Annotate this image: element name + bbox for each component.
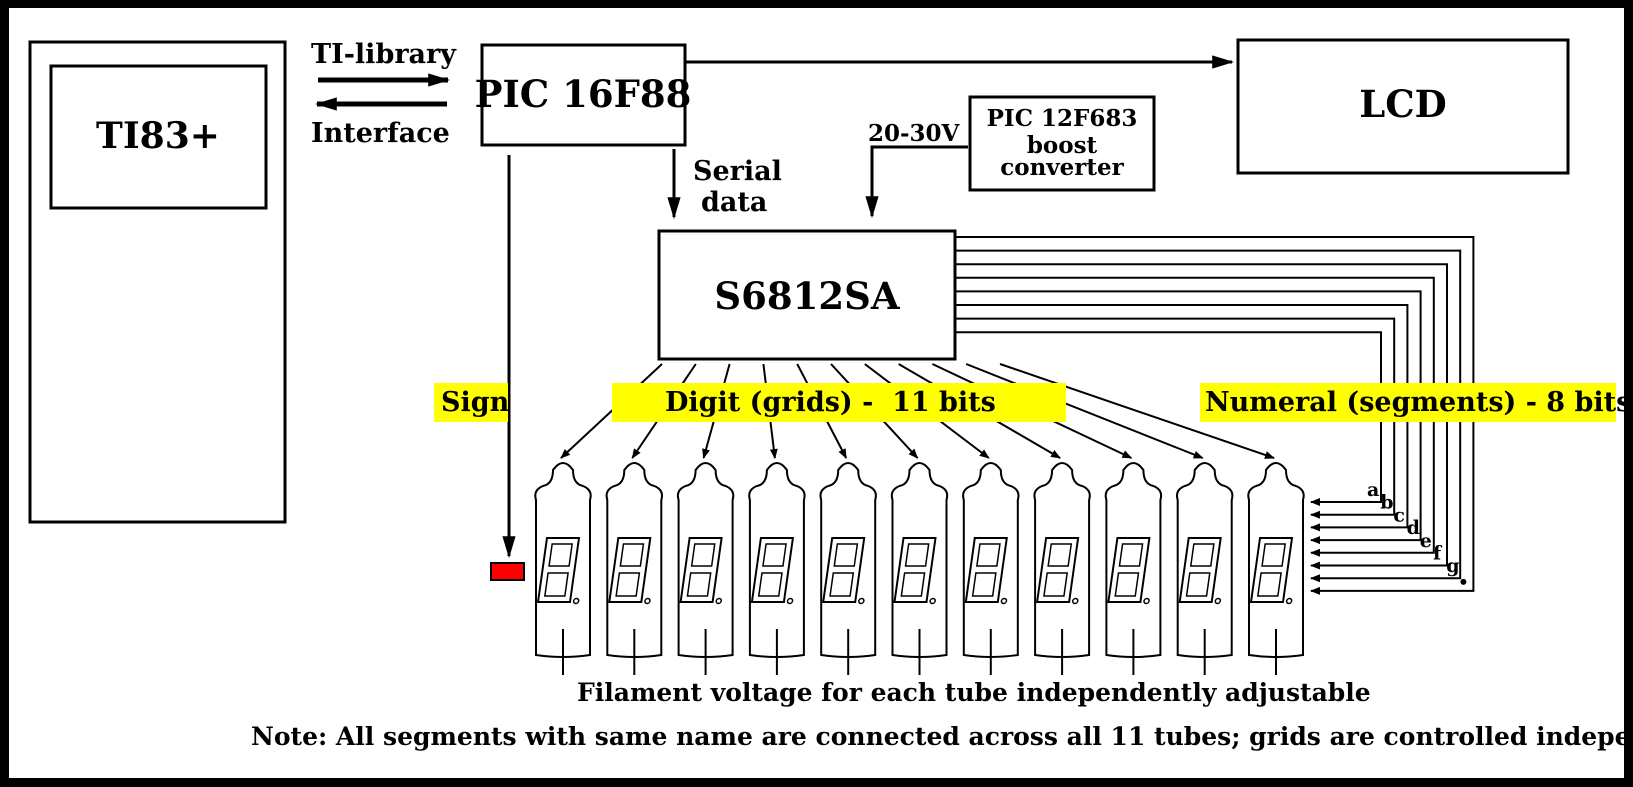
ti83-label: TI83+: [96, 115, 220, 157]
serial-label: Serial: [693, 156, 782, 187]
grid-line: [560, 363, 663, 459]
decimal-point: [572, 597, 580, 605]
vfd-tube: [1033, 462, 1091, 675]
vfd-tube: [605, 462, 663, 675]
vfd-tube: [1176, 462, 1234, 675]
seven-segment-digit: [608, 537, 652, 605]
segment-label: e: [1420, 530, 1432, 552]
numeral-segments-highlight: [1200, 383, 1616, 422]
seven-segment-digit: [1249, 537, 1294, 605]
tube-envelope: [1104, 462, 1163, 658]
tube-envelope: [1176, 462, 1234, 658]
seven-segment-digit: [1178, 537, 1222, 605]
tube-envelope: [819, 462, 877, 658]
decimal-point: [715, 597, 723, 605]
voltage-line: [865, 145, 968, 219]
vfd-tube: [1104, 462, 1163, 675]
segment-label: d: [1407, 517, 1420, 539]
seven-segment-digit: [964, 537, 1008, 605]
tube-envelope: [1247, 462, 1305, 658]
lcd-block: [1236, 38, 1570, 175]
decimal-point-dot: [1460, 578, 1467, 585]
seven-segment-digit: [1035, 537, 1080, 605]
vfd-tube: [1247, 462, 1305, 675]
numeral-segments-label: Numeral (segments) - 8 bits: [1205, 387, 1631, 418]
vfd-tube: [819, 462, 877, 675]
decimal-point: [1000, 597, 1008, 605]
segment-label: f: [1433, 543, 1443, 565]
note-caption: Note: All segments with same name are co…: [251, 722, 1633, 751]
s6812sa-label: S6812SA: [714, 274, 900, 318]
vfd-tube: [962, 462, 1020, 675]
boost-line3: converter: [1000, 154, 1124, 181]
segment-label: g: [1446, 555, 1459, 577]
digit-grids-label: Digit (grids) - 11 bits: [665, 387, 996, 418]
segment-label: a: [1367, 479, 1379, 501]
seven-segment-digit: [750, 537, 795, 605]
digit-grids-highlight: [612, 383, 1066, 422]
filament-caption: Filament voltage for each tube independe…: [577, 678, 1371, 707]
data-label: data: [701, 187, 767, 218]
decimal-point: [1285, 597, 1293, 605]
vfd-tube: [534, 462, 592, 675]
sign-indicator: [490, 562, 525, 581]
boost-line1: PIC 12F683: [987, 105, 1138, 132]
vfd-tube: [748, 462, 806, 675]
tube-envelope: [534, 462, 592, 658]
segment-label: b: [1380, 492, 1393, 514]
tube-envelope: [676, 462, 735, 658]
grid-line: [965, 363, 1204, 459]
grid-line: [999, 363, 1275, 459]
ti-library-label: TI-library: [311, 39, 457, 70]
tube-envelope: [605, 462, 663, 658]
vfd-tube: [676, 462, 735, 675]
decimal-point: [644, 597, 651, 605]
decimal-point: [786, 597, 794, 605]
sign-highlight: [434, 383, 508, 422]
vfd-tubes: [534, 462, 1305, 675]
decimal-point: [929, 597, 936, 605]
boost-converter-block: [968, 95, 1156, 192]
seven-segment-digit: [1107, 537, 1151, 605]
pic16f88-block: [480, 43, 687, 147]
ti83-screen: [49, 64, 268, 210]
digit-grid-lines: [560, 363, 1275, 459]
segment-label: c: [1393, 504, 1405, 526]
vfd-tube: [890, 462, 949, 675]
tube-envelope: [890, 462, 949, 658]
decimal-point: [1143, 597, 1150, 605]
seven-segment-digit: [893, 537, 937, 605]
tube-envelope: [748, 462, 806, 658]
boost-line2: boost: [1027, 132, 1098, 159]
tube-envelope: [1033, 462, 1091, 658]
s6812sa-block: [657, 229, 957, 361]
decimal-point: [1214, 597, 1222, 605]
lcd-label: LCD: [1359, 82, 1447, 126]
voltage-label: 20-30V: [868, 120, 961, 147]
decimal-point: [1071, 597, 1079, 605]
seven-segment-digit: [822, 537, 866, 605]
pic16f88-label: PIC 16F88: [475, 72, 692, 116]
sign-label: Sign: [441, 387, 510, 418]
decimal-point: [858, 597, 865, 605]
tube-envelope: [962, 462, 1020, 658]
interface-label: Interface: [311, 118, 450, 149]
seven-segment-digit: [536, 537, 581, 605]
seven-segment-digit: [679, 537, 723, 605]
